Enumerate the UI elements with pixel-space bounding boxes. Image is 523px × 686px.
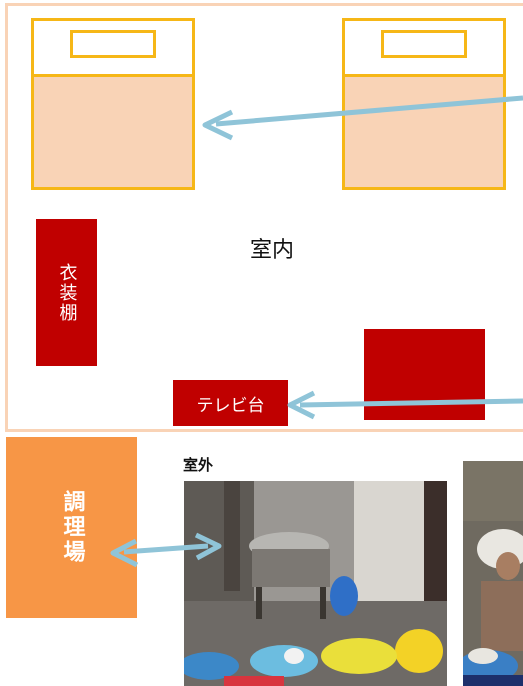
kitchen-label: 調理場 [59,490,85,565]
arrow-tv-stand-icon [287,390,523,420]
wardrobe-box: 衣装棚 [36,219,97,366]
arrow-kitchen-double-icon [110,532,222,568]
indoor-label: 室内 [249,238,294,263]
bed-left-head [34,21,192,77]
kitchen-box: 調理場 [6,437,137,618]
outdoor-washing-photo [463,461,523,686]
outdoor-kitchen-photo-illustration [184,481,447,686]
wardrobe-label: 衣装棚 [56,262,78,323]
bed-left-pillow [70,30,156,58]
bed-right-head [345,21,503,77]
bed-right-pillow [381,30,467,58]
outdoor-kitchen-photo [184,481,447,686]
tv-stand-label: テレビ台 [196,395,265,416]
tv-stand-box: テレビ台 [173,380,288,426]
arrow-bed-icon [202,95,523,141]
bed-left [31,18,195,190]
outdoor-label: 室外 [183,456,214,474]
outdoor-washing-photo-illustration [463,461,523,686]
